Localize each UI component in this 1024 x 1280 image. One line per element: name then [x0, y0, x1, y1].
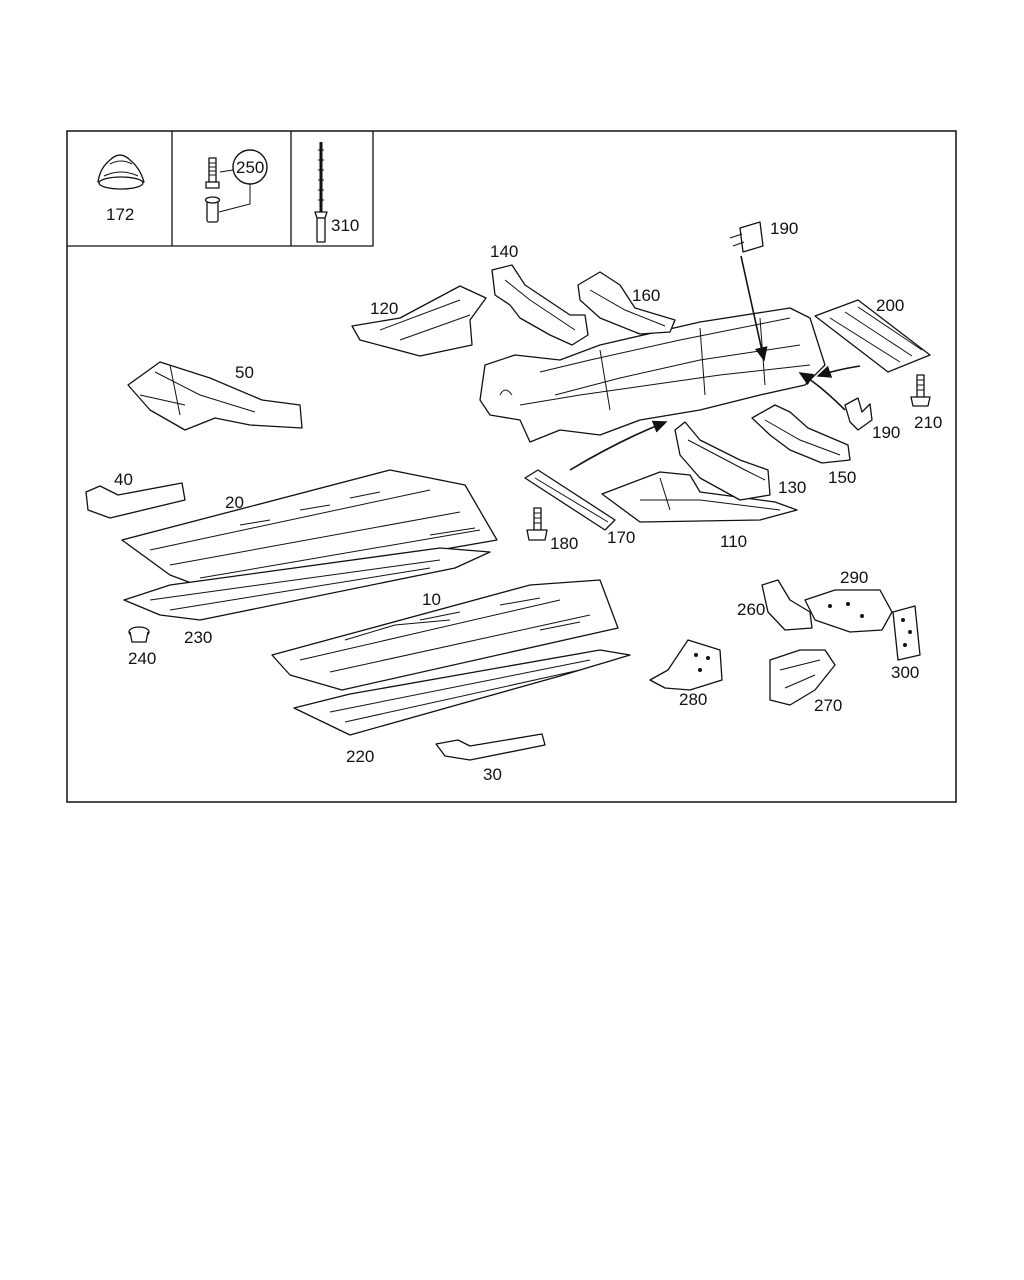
part-270	[769, 649, 836, 706]
part-190-top	[739, 221, 764, 253]
label-310: 310	[331, 216, 359, 235]
label-280: 280	[679, 690, 707, 709]
label-30: 30	[483, 765, 502, 784]
label-170: 170	[607, 528, 635, 547]
label-290: 290	[840, 568, 868, 587]
label-220: 220	[346, 747, 374, 766]
part-300	[892, 605, 921, 661]
label-10: 10	[422, 590, 441, 609]
part-290	[804, 589, 893, 633]
part-30	[435, 733, 546, 761]
cap-icon	[97, 154, 145, 190]
label-50: 50	[235, 363, 254, 382]
part-130	[674, 421, 771, 501]
bolt-nut-icon	[204, 149, 268, 223]
label-130: 130	[778, 478, 806, 497]
label-230: 230	[184, 628, 212, 647]
label-172: 172	[106, 205, 134, 224]
part-220	[293, 649, 631, 736]
part-110	[601, 471, 798, 523]
part-280	[649, 639, 723, 691]
part-50	[127, 361, 303, 431]
label-40: 40	[114, 470, 133, 489]
part-10	[271, 579, 619, 691]
label-180: 180	[550, 534, 578, 553]
inset-boxes	[67, 131, 374, 247]
label-160: 160	[632, 286, 660, 305]
part-210	[910, 374, 931, 407]
rivet-icon	[314, 142, 328, 243]
part-260	[761, 579, 813, 631]
part-120	[351, 285, 487, 357]
part-150	[751, 404, 851, 464]
label-250: 250	[236, 158, 264, 177]
part-20	[121, 469, 498, 591]
label-200: 200	[876, 296, 904, 315]
label-190-top: 190	[770, 219, 798, 238]
part-40	[85, 482, 186, 519]
arrow-190-bottom	[798, 372, 846, 411]
label-300: 300	[891, 663, 919, 682]
part-240	[128, 626, 150, 643]
part-160	[577, 271, 676, 335]
part-140	[491, 264, 589, 346]
label-240: 240	[128, 649, 156, 668]
diagram-frame	[66, 130, 957, 803]
label-20: 20	[225, 493, 244, 512]
label-120: 120	[370, 299, 398, 318]
arrow-200	[816, 365, 861, 378]
label-150: 150	[828, 468, 856, 487]
label-110: 110	[720, 532, 747, 551]
part-200	[814, 299, 931, 373]
arrow-170	[569, 420, 668, 471]
label-260: 260	[737, 600, 765, 619]
label-270: 270	[814, 696, 842, 715]
part-190-bottom	[844, 397, 873, 431]
arrow-190-top	[740, 255, 768, 362]
part-labels: 10 20 30 40 50 110 120 130 140 150 160 1…	[114, 219, 942, 784]
center-tunnel-assembly	[479, 307, 826, 443]
label-210: 210	[914, 413, 942, 432]
label-140: 140	[490, 242, 518, 261]
label-190-bottom: 190	[872, 423, 900, 442]
part-180	[526, 507, 548, 541]
